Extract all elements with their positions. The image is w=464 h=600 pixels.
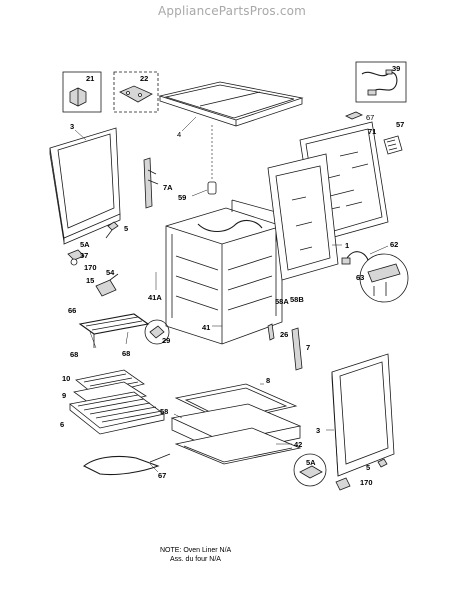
callout-22: 22 — [140, 74, 148, 83]
part-67-clip[interactable] — [345, 111, 363, 120]
callout-170-right: 170 — [360, 478, 373, 487]
callout-59: 59 — [178, 193, 186, 202]
part-62-63-control-assembly[interactable] — [341, 251, 409, 303]
callout-6: 6 — [60, 420, 64, 429]
diagram-note: NOTE: Oven Liner N/A Ass. du four N/A — [160, 546, 320, 564]
callout-58b: 58B — [290, 295, 304, 304]
callout-29: 29 — [162, 336, 170, 345]
part-4-top-panel[interactable] — [158, 81, 304, 127]
part-21-inset[interactable] — [62, 71, 102, 113]
part-42-drawer-front[interactable] — [174, 427, 302, 465]
part-22-inset[interactable] — [113, 71, 159, 113]
part-5a-hinge-detail[interactable] — [293, 453, 327, 487]
callout-1: 1 — [345, 241, 349, 250]
part-170-hinge-receiver[interactable] — [335, 477, 351, 491]
callout-170-left: 170 — [84, 263, 97, 272]
callout-37: 37 — [80, 251, 88, 260]
callout-39: 39 — [392, 64, 400, 73]
part-59-connector[interactable] — [207, 181, 217, 195]
callout-58a: 58A — [275, 297, 289, 306]
callout-54: 54 — [106, 268, 115, 277]
part-66-bake-element[interactable] — [78, 313, 150, 348]
callout-68-b: 68 — [122, 349, 130, 358]
callout-15: 15 — [86, 276, 94, 285]
callout-58: 58 — [160, 407, 168, 416]
part-7a-hinge[interactable] — [143, 157, 159, 209]
callout-66: 66 — [68, 306, 76, 315]
callout-7: 7 — [306, 343, 310, 352]
callout-5-left: 5 — [124, 224, 128, 233]
callout-57: 57 — [396, 120, 404, 129]
note-line-2: Ass. du four N/A — [170, 556, 221, 563]
part-3-oven-door-left[interactable] — [49, 127, 121, 245]
callout-5a-right: 5A — [306, 458, 316, 467]
callout-4: 4 — [177, 130, 181, 139]
callout-9: 9 — [62, 391, 66, 400]
callout-41: 41 — [202, 323, 210, 332]
callout-41a: 41A — [148, 293, 162, 302]
part-67-broil-element[interactable] — [82, 453, 171, 476]
callout-67-bottom: 67 — [158, 471, 166, 480]
part-5-screw-right[interactable] — [377, 458, 388, 468]
part-6-oven-rack[interactable] — [69, 391, 165, 435]
callout-5-right: 5 — [366, 463, 370, 472]
part-3-oven-door-right[interactable] — [331, 353, 395, 477]
callout-62: 62 — [390, 240, 398, 249]
callout-68-a: 68 — [70, 350, 78, 359]
part-57-cover[interactable] — [383, 135, 403, 155]
callout-71: 71 — [368, 127, 376, 136]
part-39-inset[interactable] — [355, 61, 407, 103]
callout-8: 8 — [266, 376, 270, 385]
part-7-hinge-right[interactable] — [291, 327, 303, 371]
part-5-screw-left[interactable] — [105, 221, 119, 239]
callout-5a-left: 5A — [80, 240, 90, 249]
site-watermark: AppliancePartsPros.com — [157, 4, 307, 18]
callout-21: 21 — [86, 74, 94, 83]
callout-7a: 7A — [163, 183, 173, 192]
part-26-bracket[interactable] — [267, 323, 275, 341]
part-5a-37-lamp-holder[interactable] — [67, 249, 85, 266]
callout-63: 63 — [356, 273, 364, 282]
part-29-detail[interactable] — [144, 319, 170, 345]
note-line-1: NOTE: Oven Liner N/A — [160, 547, 232, 554]
part-1-side-panel[interactable] — [267, 153, 339, 281]
part-15-54-switch[interactable] — [95, 273, 119, 297]
callout-26: 26 — [280, 330, 288, 339]
callout-3-right: 3 — [316, 426, 320, 435]
oven-cavity-body[interactable] — [165, 199, 283, 345]
callout-67-top: 67 — [366, 113, 374, 122]
callout-10: 10 — [62, 374, 70, 383]
callout-42: 42 — [294, 440, 302, 449]
callout-3-left: 3 — [70, 122, 74, 131]
